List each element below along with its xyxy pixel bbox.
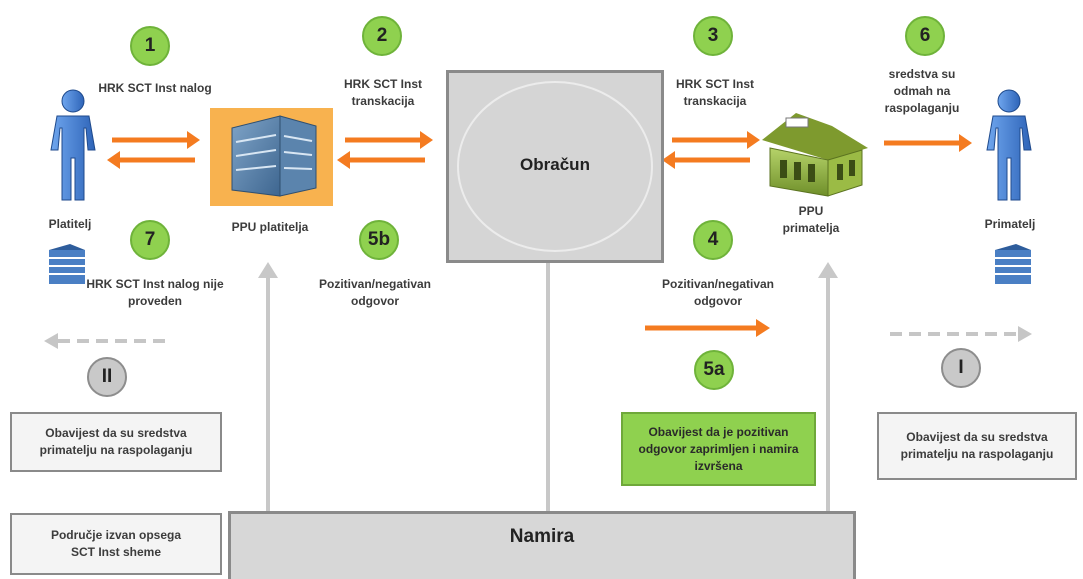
- step-7-circle: 7: [130, 220, 170, 260]
- label-step-6: sredstva su odmah na raspolaganju: [884, 67, 960, 115]
- connector-arrowhead-right: [818, 262, 838, 278]
- step-6-circle: 6: [905, 16, 945, 56]
- ppu-platitelja-building-icon: [210, 108, 333, 206]
- dashed-arrowhead-left: [44, 333, 58, 349]
- step-5b-circle: 5b: [359, 220, 399, 260]
- label-primatelj: Primatelj: [984, 217, 1036, 231]
- label-step-4: Pozitivan/negativan odgovor: [661, 277, 775, 308]
- orange-arrows: [112, 137, 962, 331]
- label-platitelj: Platitelj: [48, 217, 92, 231]
- note-right-funds-available: Obavijest da su sredstva primatelju na r…: [877, 412, 1077, 480]
- namira-label: Namira: [509, 526, 575, 547]
- obracun-label: Obračun: [520, 155, 590, 174]
- step-1-circle: 1: [130, 26, 170, 66]
- connector-arrowhead-left: [258, 262, 278, 278]
- namira-box: Namira: [228, 511, 856, 579]
- note-scope: Područje izvan opsega SCT Inst sheme: [10, 513, 222, 575]
- dashed-arrows: [55, 332, 1022, 343]
- note-green-settlement: Obavijest da je pozitivan odgovor zaprim…: [621, 412, 816, 486]
- label-step-3: HRK SCT Inst transkacija: [676, 77, 754, 108]
- step-4-circle: 4: [693, 220, 733, 260]
- step-3-circle: 3: [693, 16, 733, 56]
- note-left-funds-available: Obavijest da su sredstva primatelju na r…: [10, 412, 222, 472]
- label-step-1: HRK SCT Inst nalog: [98, 81, 212, 95]
- label-step-5b: Pozitivan/negativan odgovor: [318, 277, 432, 308]
- platitelj-building-icon: [49, 244, 85, 284]
- label-ppu-platitelja: PPU platitelja: [231, 220, 309, 234]
- step-II-circle: II: [87, 357, 127, 397]
- ppu-primatelja-bank-icon: [762, 113, 868, 197]
- dashed-arrowhead-right: [1018, 326, 1032, 342]
- label-step-2: HRK SCT Inst transkacija: [344, 77, 422, 108]
- primatelj-person-icon: [986, 89, 1032, 201]
- step-I-circle: I: [941, 348, 981, 388]
- obracun-box: Obračun: [446, 70, 664, 263]
- label-ppu-primatelja: PPU primatelja: [782, 204, 840, 235]
- step-2-circle: 2: [362, 16, 402, 56]
- platitelj-person-icon: [50, 89, 96, 201]
- primatelj-building-icon: [995, 244, 1031, 284]
- obracun-ring: [457, 81, 653, 252]
- label-step-7: HRK SCT Inst nalog nije proveden: [86, 277, 224, 308]
- orange-arrowheads: [107, 131, 972, 337]
- step-5a-circle: 5a: [694, 350, 734, 390]
